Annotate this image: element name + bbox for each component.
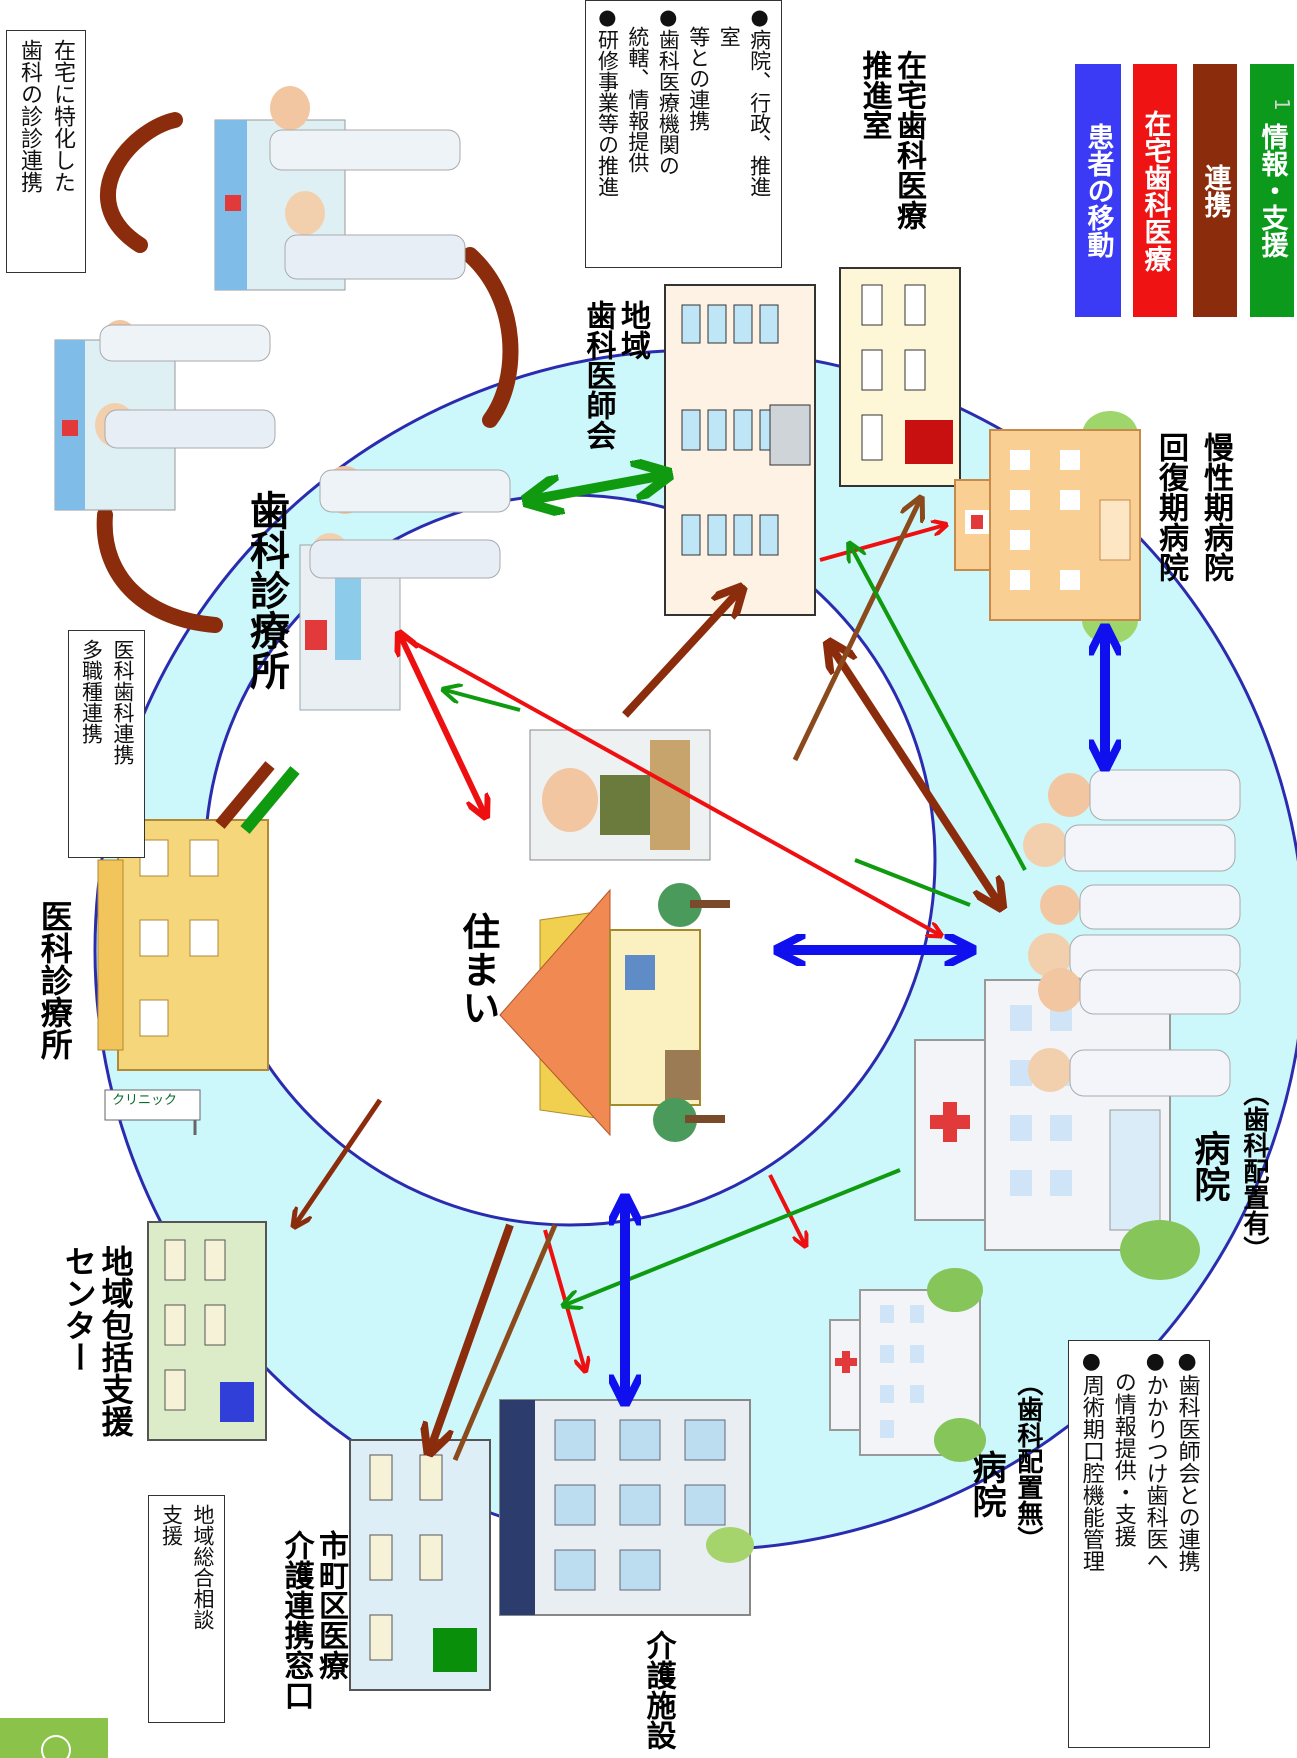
note-line: ●周術期口腔機能管理	[1078, 1349, 1104, 1572]
hospital-without-dental-label: 病院	[966, 1450, 1007, 1518]
note-promotion-tasks: ●病院、行政、推進 室 等との連携 ●歯科医療機関の 統轄、情報提供 ●研修事業…	[585, 0, 782, 268]
medical-dental-bar	[215, 761, 275, 829]
dental-clinic-label: 歯科診療所	[243, 490, 289, 690]
brown-arrow	[452, 1224, 558, 1461]
care-facility-building	[499, 1399, 754, 1616]
note-line: ●かかりつけ歯科医へ	[1142, 1349, 1168, 1572]
dental-clinic-building	[299, 466, 511, 711]
note-line: ●病院、行政、推進	[747, 5, 772, 197]
legend-label: 患者の移動	[1082, 123, 1114, 258]
home-house	[499, 883, 730, 1142]
legend-label: 連携	[1199, 163, 1231, 218]
label-line: 回復期病院	[1153, 432, 1188, 582]
collab-arc	[462, 247, 519, 428]
legend-label: 情報・支援	[1256, 123, 1288, 258]
note-line: の情報提供・支援	[1110, 1349, 1136, 1547]
community-center-label: 地域包括支援 センター	[59, 1245, 135, 1437]
hospital-with-dental-building	[914, 968, 1241, 1280]
promotion-office-building	[839, 267, 961, 487]
red-arrow	[400, 635, 485, 815]
hospital-with-dental-label: 病院	[1188, 1130, 1230, 1202]
note-line: ●歯科医師会との連携	[1174, 1349, 1200, 1572]
brown-arrow	[792, 500, 920, 762]
note-home-dental-collab: 在宅に特化した 歯科の診診連携	[6, 30, 86, 273]
municipal-window-building	[349, 1439, 491, 1691]
brown-arrow	[622, 590, 740, 718]
dental-assoc-label: 地域 歯科医師会	[580, 300, 651, 450]
medical-clinic-label: 医科診療所	[35, 900, 74, 1060]
note-line: 等との連携	[686, 5, 711, 131]
patient-in-bed	[529, 729, 711, 861]
note-line: ●研修事業等の推進	[595, 5, 620, 197]
dental-association-building	[664, 284, 816, 616]
note-community-consult: 地域総合相談 支援	[148, 1495, 225, 1723]
label-line: 推進室	[856, 50, 892, 140]
note-line: ●歯科医療機関の	[656, 5, 681, 176]
green-arrow	[850, 545, 1027, 871]
care-facility-label: 介護施設	[640, 1630, 676, 1750]
brown-arrow	[830, 645, 1000, 905]
legend-info-support: 情報・支援	[1250, 64, 1294, 317]
page-number: 1	[1270, 98, 1294, 111]
page-corner-icon	[41, 1735, 71, 1758]
hospital-without-dental-building	[829, 1268, 986, 1462]
hospital-with-dental-sub: （歯科配置有）	[1238, 1080, 1269, 1262]
label-line: 歯科医師会	[580, 300, 616, 450]
green-arrow	[445, 690, 521, 712]
note-medical-dental: 医科歯科連携 多職種連携	[68, 630, 145, 858]
medical-clinic-building	[97, 819, 269, 1135]
label-line: 地域包括支援	[96, 1245, 135, 1437]
collab-clinic-1	[214, 86, 466, 291]
brown-arrow	[295, 1098, 383, 1225]
note-hospital-tasks: ●歯科医師会との連携 ●かかりつけ歯科医へ の情報提供・支援 ●周術期口腔機能管…	[1068, 1340, 1210, 1748]
green-arrow	[854, 858, 971, 907]
brown-arrow	[430, 1223, 514, 1450]
label-line: 介護連携窓口	[278, 1530, 314, 1710]
note-line: 医科歯科連携	[111, 639, 135, 765]
label-line: センター	[59, 1245, 98, 1373]
hospital-staff-group	[1023, 769, 1241, 980]
note-line: 在宅に特化した	[50, 39, 75, 193]
legend-label: 在宅歯科医療	[1139, 109, 1171, 272]
promotion-office-label: 在宅歯科医療 推進室	[856, 50, 927, 230]
note-line: 歯科の診診連携	[17, 39, 42, 193]
note-line: 支援	[159, 1504, 184, 1546]
note-line: 室	[717, 5, 742, 47]
legend-home-dental: 在宅歯科医療	[1133, 64, 1177, 317]
chronic-hospital-building	[954, 411, 1141, 644]
collab-arc	[100, 112, 183, 253]
page-corner-badge	[0, 1718, 108, 1758]
municipal-window-label: 市町区医療 介護連携窓口	[278, 1530, 349, 1710]
green-arrow	[530, 475, 665, 500]
community-center-building	[147, 1221, 267, 1441]
home-label: 住まい	[455, 912, 500, 1026]
label-line: 市町区医療	[313, 1530, 348, 1680]
chronic-hospital-label: 慢性期病院 回復期病院	[1148, 432, 1238, 582]
hospital-without-dental-sub: （歯科配置無）	[1012, 1370, 1043, 1552]
medical-dental-bar	[240, 766, 300, 834]
collab-clinic-2	[54, 320, 276, 511]
note-line: 統轄、情報提供	[625, 5, 650, 173]
label-line: 地域	[615, 300, 650, 360]
note-line: 地域総合相談	[191, 1504, 215, 1630]
label-line: 在宅歯科医療	[891, 50, 926, 230]
legend-patient-move: 患者の移動	[1075, 64, 1121, 317]
clinic-sign: クリニック	[112, 1093, 178, 1108]
red-arrow	[768, 1174, 805, 1245]
red-arrow	[819, 525, 945, 562]
note-line: 多職種連携	[79, 639, 104, 744]
legend-cooperation: 連携	[1193, 64, 1237, 317]
collab-arc	[96, 507, 223, 633]
label-line: 慢性期病院	[1198, 432, 1233, 582]
